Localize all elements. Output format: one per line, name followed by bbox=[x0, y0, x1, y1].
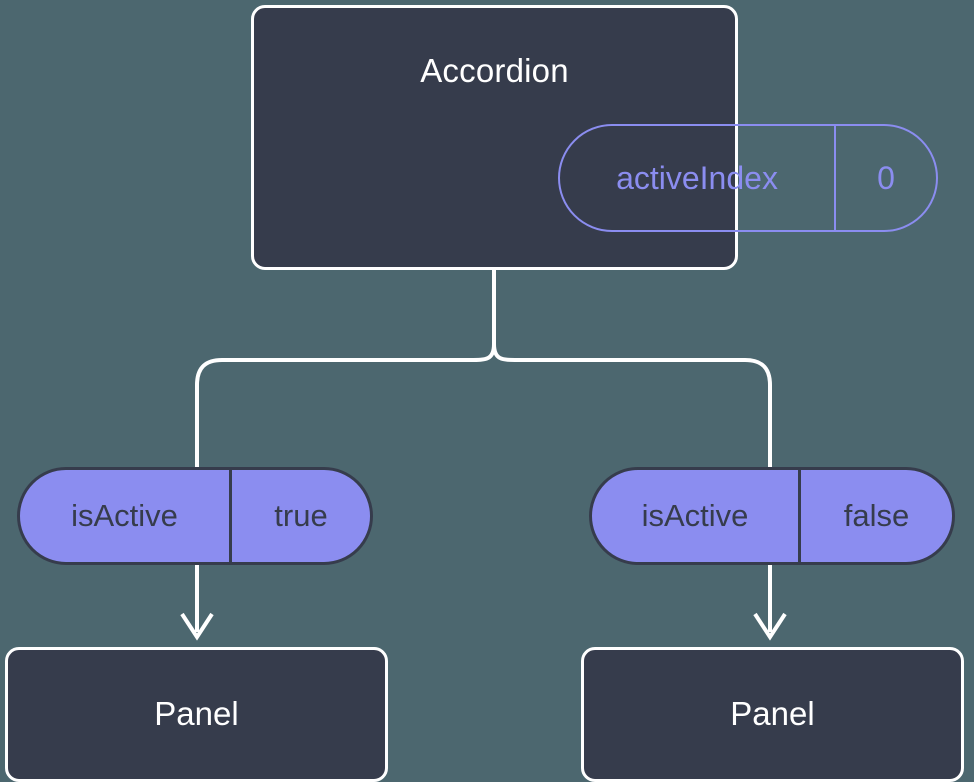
connector-fork-right bbox=[492, 343, 772, 467]
arrow-left-head bbox=[180, 612, 214, 641]
connector-fork-left bbox=[195, 343, 496, 467]
prop-pill-value: false bbox=[843, 498, 910, 533]
prop-pill-is-active-true[interactable]: isActive true bbox=[17, 467, 373, 565]
panel-node-left[interactable]: Panel bbox=[5, 647, 388, 782]
prop-pill-key: isActive bbox=[20, 470, 232, 562]
state-pill-key: activeIndex bbox=[560, 126, 836, 230]
prop-pill-value: true bbox=[274, 498, 328, 533]
panel-node-right[interactable]: Panel bbox=[581, 647, 964, 782]
accordion-node[interactable]: Accordion activeIndex 0 bbox=[251, 5, 938, 270]
panel-node-label: Panel bbox=[154, 695, 239, 732]
panel-node-label: Panel bbox=[730, 695, 815, 732]
state-pill-value: 0 bbox=[877, 159, 895, 196]
state-pill-active-index[interactable]: activeIndex 0 bbox=[558, 124, 938, 232]
accordion-node-label: Accordion bbox=[420, 52, 569, 89]
arrow-right-head bbox=[753, 612, 787, 641]
prop-pill-key: isActive bbox=[592, 470, 801, 562]
prop-pill-is-active-false[interactable]: isActive false bbox=[589, 467, 955, 565]
